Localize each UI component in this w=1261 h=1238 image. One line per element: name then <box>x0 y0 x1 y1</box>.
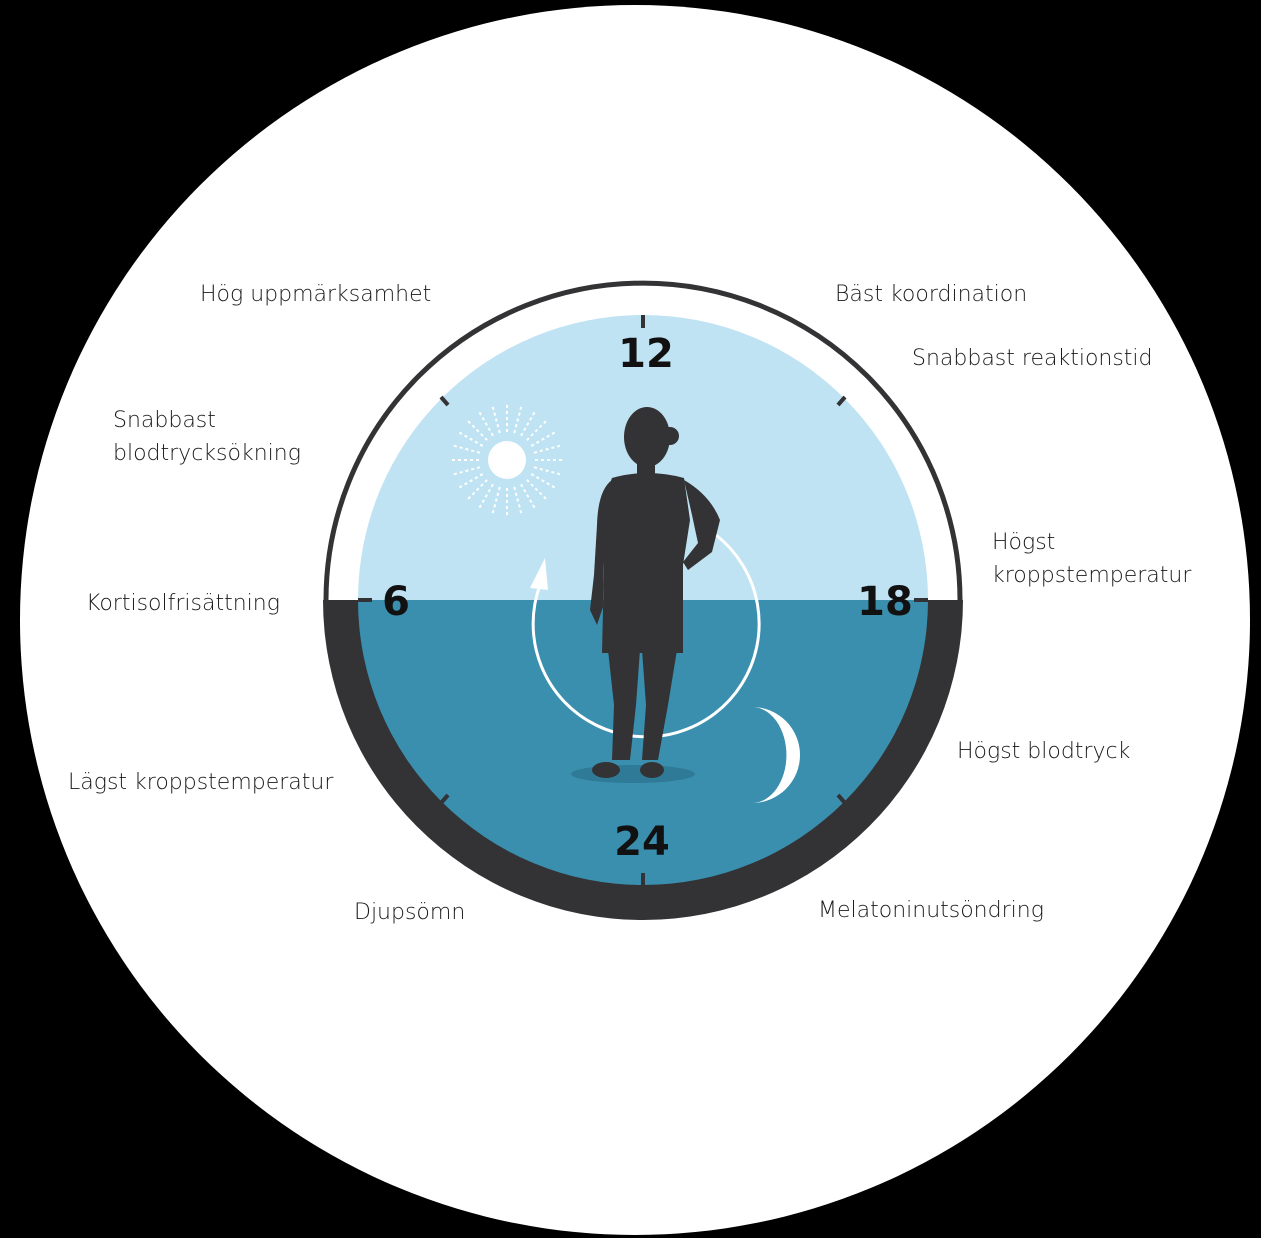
sun-ray <box>530 473 558 490</box>
label-snabbast-blodtrycksokning-line2: blodtrycksökning <box>113 441 301 466</box>
label-bast-koordination: Bäst koordination <box>835 282 1028 307</box>
sun-ray <box>513 486 523 517</box>
sun-ray <box>533 466 564 476</box>
ring-day-outline <box>323 280 963 601</box>
label-djupsomn: Djupsömn <box>354 900 466 925</box>
hour-24: 24 <box>614 819 670 865</box>
sun-ray <box>450 444 481 454</box>
hour-6: 6 <box>382 579 410 625</box>
sun-icon <box>449 402 565 518</box>
sun-ray <box>530 430 558 447</box>
label-hogst-blodtryck: Högst blodtryck <box>957 739 1131 764</box>
clock-ticks <box>358 315 928 885</box>
hour-12: 12 <box>618 331 674 377</box>
sun-ray <box>456 430 484 447</box>
person-silhouette <box>571 407 720 783</box>
sun-ray <box>477 483 494 511</box>
label-kortisolfrisattning: Kortisolfrisättning <box>86 591 280 616</box>
moon-icon <box>752 707 800 803</box>
sun-ray <box>513 403 523 434</box>
sun-ray <box>533 444 564 454</box>
sun-ray <box>465 479 488 502</box>
label-hogst-kroppstemperatur-line1: Högst <box>992 530 1056 555</box>
sun-ray <box>526 479 549 502</box>
sun-ray <box>465 418 488 441</box>
sun-ray <box>526 418 549 441</box>
label-hogst-kroppstemperatur-line2: kroppstemperatur <box>992 563 1192 588</box>
hour-18: 18 <box>857 579 913 625</box>
sun-ray <box>520 409 537 437</box>
sun-ray <box>520 483 537 511</box>
sun-ray <box>450 466 481 476</box>
label-snabbast-reaktionstid: Snabbast reaktionstid <box>912 346 1153 371</box>
label-snabbast-blodtrycksokning-line1: Snabbast <box>113 408 216 433</box>
sun-ray <box>491 403 501 434</box>
sun-ray <box>491 486 501 517</box>
cycle-arrow-icon <box>530 533 761 739</box>
label-hog-uppmarksamhet: Hög uppmärksamhet <box>200 282 432 307</box>
label-melatoninutsondring: Melatoninutsöndring <box>818 898 1044 923</box>
sun-ray <box>477 409 494 437</box>
label-lagst-kroppstemperatur: Lägst kroppstemperatur <box>68 770 334 795</box>
sun-ray <box>456 473 484 490</box>
